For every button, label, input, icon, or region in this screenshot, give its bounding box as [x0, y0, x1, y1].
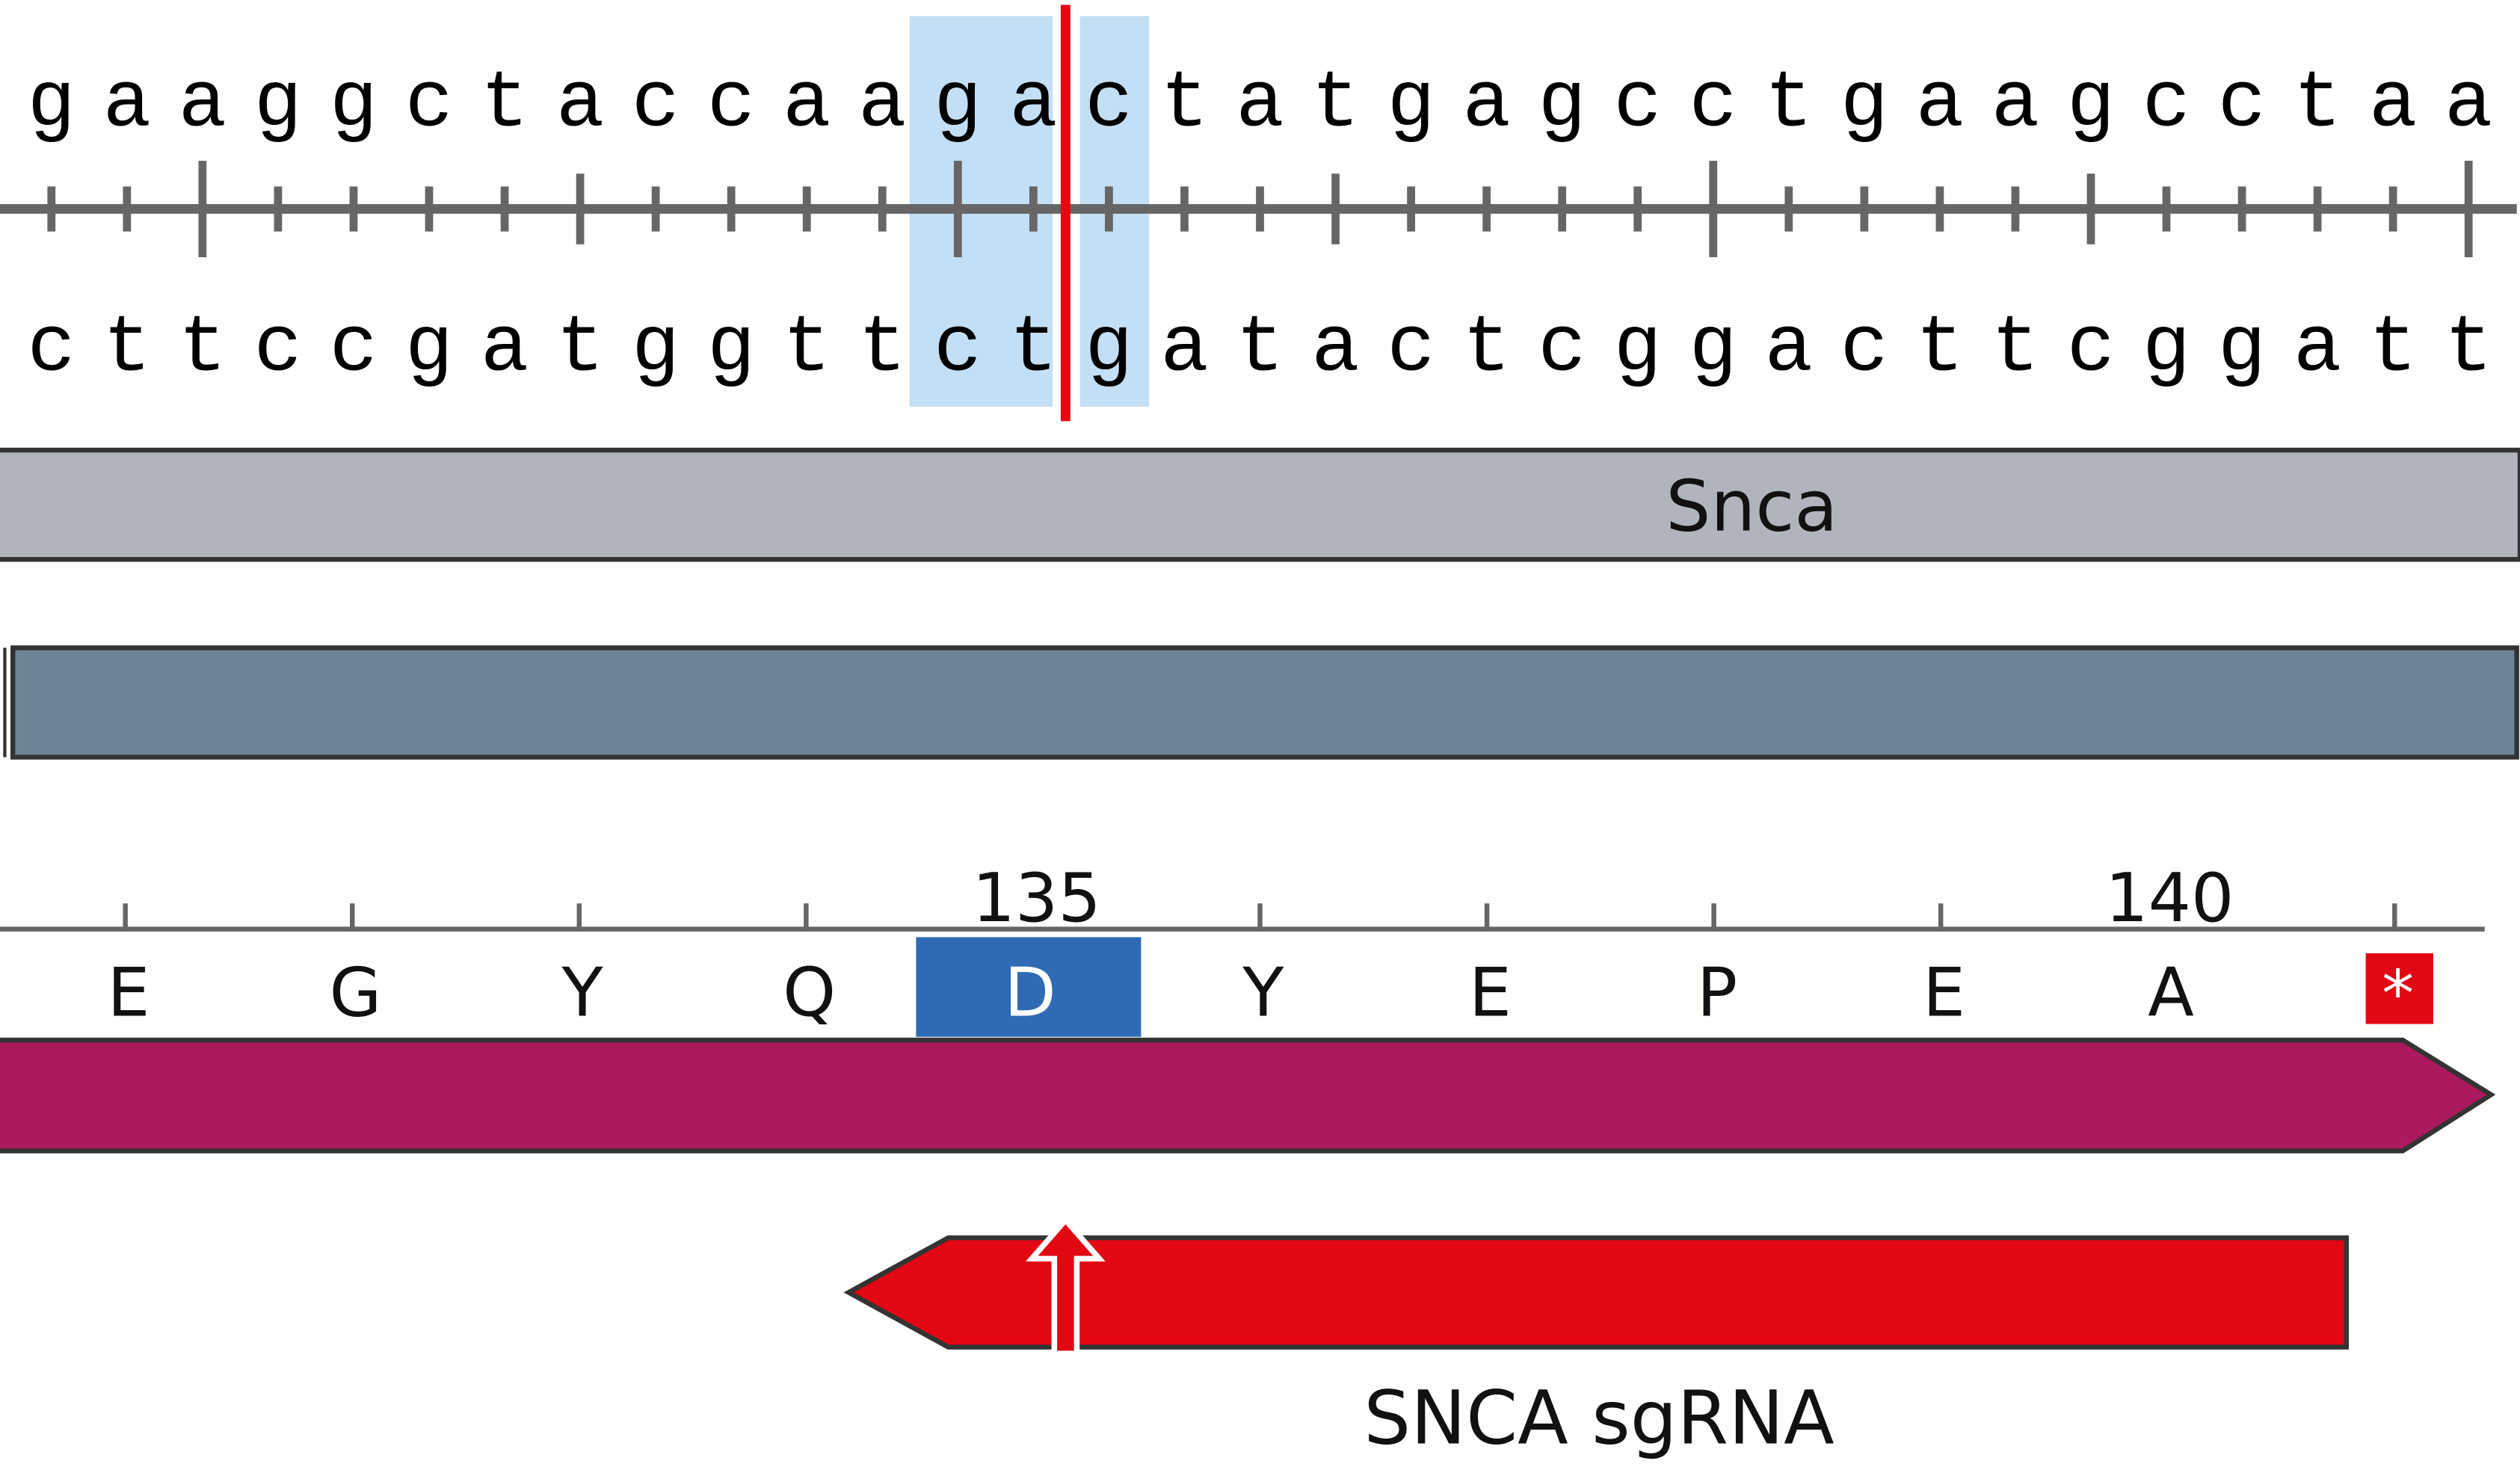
stop-codon-box — [2365, 953, 2433, 1024]
nucleotide: t — [1991, 304, 2040, 394]
nucleotide: g — [2218, 304, 2267, 394]
amino-acid-residue: P — [1697, 954, 1737, 1033]
nucleotide: a — [2444, 60, 2493, 150]
nucleotide: c — [1538, 304, 1586, 394]
nucleotide: c — [254, 304, 303, 394]
nucleotide: c — [1613, 60, 1662, 150]
nucleotide: t — [481, 60, 529, 150]
nucleotide: t — [556, 304, 605, 394]
nucleotide: g — [934, 60, 982, 150]
cut-site-up-arrow-icon — [1025, 1216, 1106, 1356]
amino-acid-residue: E — [107, 954, 150, 1033]
nucleotide: t — [179, 304, 227, 394]
nucleotide: g — [405, 304, 454, 394]
amino-acid-residues: E G Y Q D Y E P E A * — [107, 954, 2414, 1033]
nucleotide: c — [632, 60, 680, 150]
nucleotide: t — [103, 304, 152, 394]
nucleotide: a — [103, 60, 152, 150]
nucleotide: t — [858, 304, 907, 394]
nucleotide: a — [1311, 304, 1360, 394]
amino-acid-residue: A — [2148, 954, 2194, 1033]
nucleotide: g — [1387, 60, 1435, 150]
nucleotide: a — [179, 60, 227, 150]
nucleotide: t — [2444, 304, 2493, 394]
nucleotide: a — [1916, 60, 1965, 150]
nucleotide: t — [2293, 60, 2342, 150]
nucleotide: c — [2218, 60, 2267, 150]
nucleotide: a — [1009, 60, 1058, 150]
nucleotide: c — [28, 304, 76, 394]
nucleotide: a — [858, 60, 907, 150]
nucleotide: t — [2369, 304, 2418, 394]
nucleotide: t — [1765, 60, 1814, 150]
nucleotide: g — [632, 304, 680, 394]
nucleotide: g — [707, 304, 756, 394]
nucleotide: a — [481, 304, 529, 394]
nucleotide: a — [1160, 304, 1209, 394]
nucleotide: a — [556, 60, 605, 150]
amino-acid-residue: G — [330, 954, 382, 1033]
nucleotide: t — [1311, 60, 1360, 150]
nucleotide: g — [1689, 304, 1738, 394]
nucleotide: g — [1840, 60, 1889, 150]
nucleotide: c — [1689, 60, 1738, 150]
nucleotide: t — [1916, 304, 1965, 394]
nucleotide: c — [405, 60, 454, 150]
dna-ruler-ticks — [47, 160, 2473, 257]
transcript-bar[interactable] — [10, 645, 2519, 760]
nucleotide: t — [1236, 304, 1284, 394]
amino-acid-residue: Y — [561, 954, 604, 1033]
nucleotide: g — [2067, 60, 2116, 150]
position-label-135: 135 — [973, 859, 1101, 938]
nucleotide: t — [1160, 60, 1209, 150]
gene-label: Snca — [1666, 465, 1837, 547]
nucleotide: a — [1991, 60, 2040, 150]
nucleotide: c — [1387, 304, 1435, 394]
stop-codon-residue: * — [2382, 957, 2414, 1032]
amino-acid-residue: Y — [1242, 954, 1284, 1033]
nucleotide: g — [1538, 60, 1586, 150]
nucleotide: a — [1462, 60, 1511, 150]
position-label-140: 140 — [2105, 859, 2234, 938]
sgrna-arrow[interactable] — [843, 1235, 2350, 1350]
nucleotide: c — [330, 304, 378, 394]
protein-ruler-ticks — [123, 903, 2397, 929]
nucleotide: g — [330, 60, 378, 150]
amino-acid-residue: E — [1469, 954, 1512, 1033]
sgrna-label: SNCA sgRNA — [1364, 1376, 1834, 1462]
amino-acid-residue: D — [1004, 954, 1056, 1033]
nucleotide: g — [2142, 304, 2191, 394]
nucleotide: g — [1613, 304, 1662, 394]
highlighted-residue-box — [916, 937, 1142, 1037]
nucleotide: c — [2142, 60, 2191, 150]
nucleotide: a — [1236, 60, 1284, 150]
nucleotide: g — [254, 60, 303, 150]
nucleotide: c — [2067, 304, 2116, 394]
nucleotide: a — [783, 60, 831, 150]
nucleotide: c — [1840, 304, 1889, 394]
nucleotide: t — [783, 304, 831, 394]
amino-acid-residue: E — [1923, 954, 1965, 1033]
cds-arrow[interactable] — [0, 1037, 2496, 1154]
nucleotide: g — [28, 60, 76, 150]
nucleotide: a — [2293, 304, 2342, 394]
nucleotide: a — [2369, 60, 2418, 150]
nucleotide: a — [1765, 304, 1814, 394]
nucleotide: t — [1462, 304, 1511, 394]
nucleotide: c — [707, 60, 756, 150]
amino-acid-residue: Q — [783, 954, 836, 1033]
gene-bar-snca[interactable] — [0, 447, 2520, 562]
nucleotide: t — [1009, 304, 1058, 394]
nucleotide: g — [1085, 304, 1133, 394]
nucleotide: c — [1085, 60, 1133, 150]
nucleotide: c — [934, 304, 982, 394]
